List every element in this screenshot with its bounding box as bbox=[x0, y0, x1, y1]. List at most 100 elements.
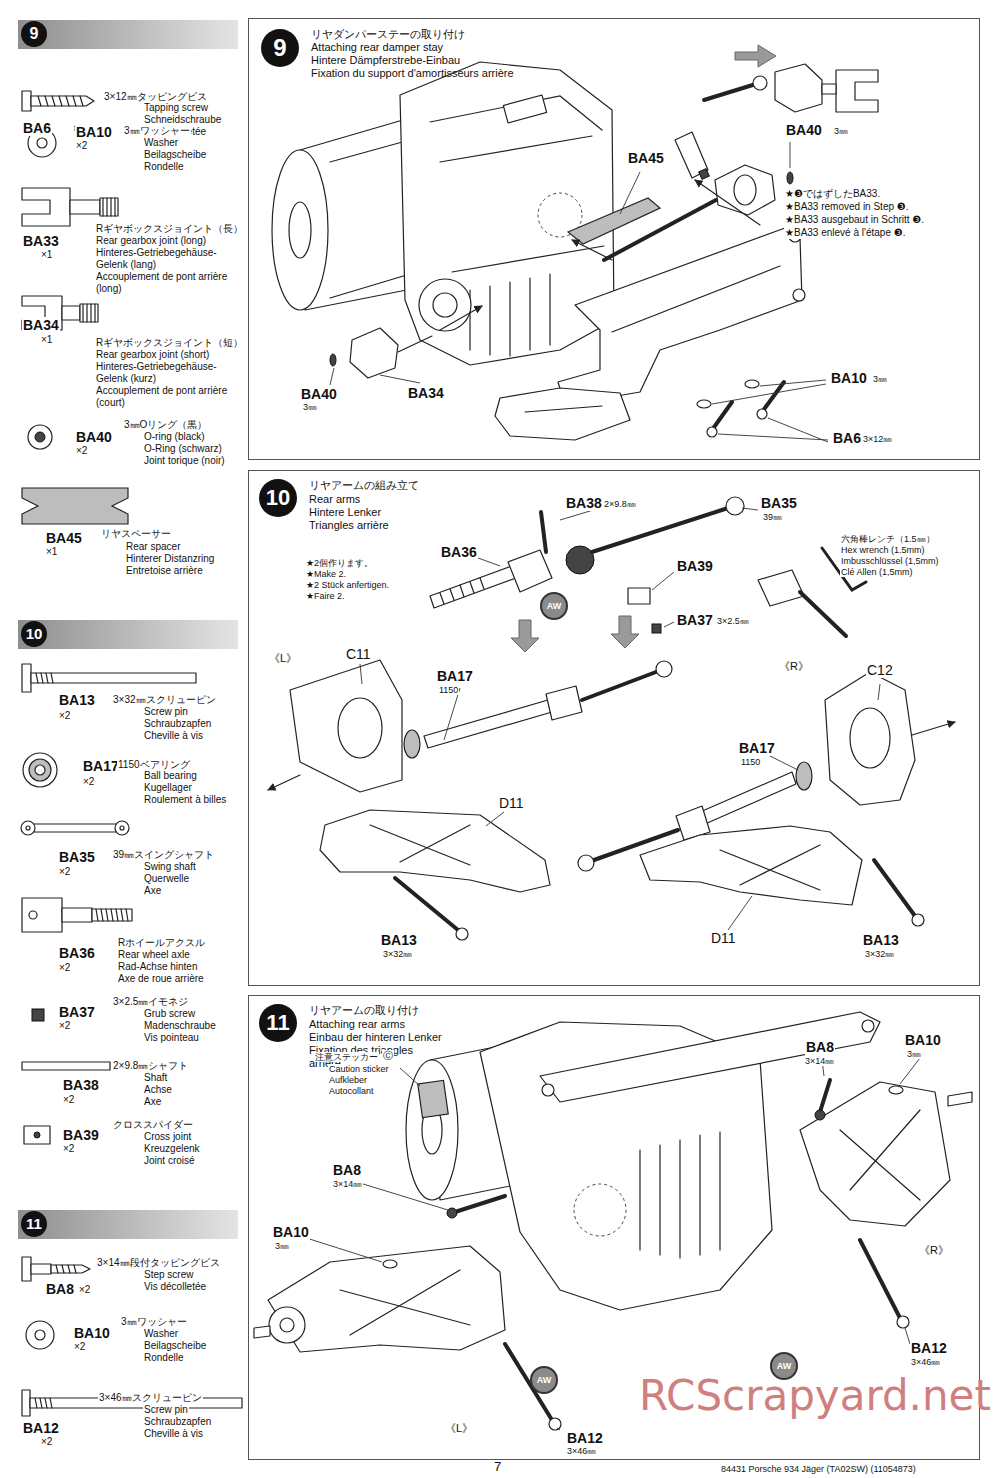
gearbox-illustration-part bbox=[430, 96, 604, 272]
label-text: Caution sticker bbox=[328, 1064, 390, 1074]
label-text: ★❸ではずしたBA33. bbox=[784, 188, 881, 200]
part-icons-part bbox=[83, 304, 95, 322]
part-icons-part bbox=[92, 909, 132, 921]
label-text: 1150 bbox=[438, 685, 459, 695]
gearbox-illustration-part bbox=[440, 306, 482, 330]
gearbox-illustration-part bbox=[762, 382, 784, 412]
label-text: Achse bbox=[143, 1084, 173, 1096]
label-text: 注意ステッカー bbox=[314, 1052, 379, 1062]
step-title: Attaching rear arms bbox=[309, 1018, 405, 1031]
rear-arm-illustration-part bbox=[640, 826, 862, 905]
gearbox-illustration-part bbox=[272, 150, 328, 310]
label-text: 1150ベアリング bbox=[117, 759, 191, 771]
step-band: 11 bbox=[18, 1210, 238, 1239]
label-text: Axe de roue arrière bbox=[117, 973, 205, 985]
gearbox-illustration-part bbox=[558, 228, 802, 405]
label-text: D11 bbox=[710, 930, 737, 946]
step-title: Hintere Lenker bbox=[309, 506, 381, 519]
rear-arm-illustration-part bbox=[912, 914, 924, 926]
gearbox-illustration-part bbox=[745, 380, 759, 388]
label-text: 3×32㎜スクリューピン bbox=[112, 694, 217, 706]
rear-arm-illustration-part bbox=[470, 508, 758, 627]
chassis-illustration-part bbox=[897, 1316, 909, 1328]
chassis-illustration-part bbox=[418, 1080, 448, 1117]
part-code: BA12 bbox=[910, 1340, 948, 1356]
label-text: ×2 bbox=[73, 1341, 86, 1353]
part-icons-part bbox=[62, 306, 80, 320]
label-text: ★BA33 removed in Step ❸. bbox=[784, 201, 910, 213]
part-icons-part bbox=[22, 1257, 31, 1281]
rear-arm-illustration-part bbox=[440, 578, 484, 604]
label-text: ×2 bbox=[75, 140, 88, 152]
part-icons-part bbox=[29, 911, 37, 919]
gearbox-illustration-part bbox=[419, 279, 471, 331]
part-icons-part bbox=[120, 826, 124, 830]
part-code: BA10 bbox=[904, 1032, 942, 1048]
label-text: Screw pin bbox=[143, 1404, 189, 1416]
part-code: BA40 bbox=[300, 386, 338, 402]
rear-arm-illustration-part bbox=[360, 664, 504, 826]
label-text: ×2 bbox=[58, 962, 71, 974]
part-icons-part bbox=[34, 1132, 40, 1138]
step-number: 11 bbox=[21, 1211, 47, 1237]
label-text: 1150 bbox=[740, 757, 761, 767]
part-code: BA8 bbox=[332, 1162, 362, 1178]
rear-arm-illustration-part bbox=[511, 620, 539, 652]
label-text: Rear wheel axle bbox=[117, 949, 191, 961]
label-text: Rギヤボックスジョイント（長） bbox=[95, 223, 244, 235]
step-band: 10 bbox=[18, 620, 238, 649]
gearbox-illustration-part bbox=[620, 172, 640, 214]
step-title: Attaching rear damper stay bbox=[311, 41, 443, 54]
part-icons-part bbox=[32, 1009, 44, 1021]
gearbox-illustration-part bbox=[503, 95, 546, 123]
part-icons-part bbox=[29, 759, 51, 781]
chassis-illustration-part bbox=[860, 1240, 900, 1318]
label-text: Imbusschlüssel (1,5mm) bbox=[840, 556, 940, 566]
part-icons-part bbox=[96, 909, 128, 921]
chassis-illustration-part bbox=[400, 1068, 420, 1086]
label-text: 3㎜ワッシャー bbox=[123, 125, 191, 137]
chassis-illustration-part bbox=[640, 1132, 720, 1258]
part-code: BA38 bbox=[62, 1077, 100, 1093]
part-code: BA39 bbox=[62, 1127, 100, 1143]
label-text: Rear gearbox joint (short) bbox=[95, 349, 210, 361]
gearbox-illustration-part bbox=[604, 200, 716, 260]
label-text: Shaft bbox=[143, 1072, 168, 1084]
label-text: Cheville à vis bbox=[143, 730, 204, 742]
part-icons-part bbox=[62, 908, 92, 922]
gearbox-illustration-part bbox=[715, 165, 775, 215]
label-text: 3×14㎜ bbox=[332, 1179, 363, 1189]
gearbox-illustration-part bbox=[400, 62, 614, 365]
part-icons-part bbox=[28, 425, 52, 449]
gearbox-illustration-part bbox=[470, 274, 550, 356]
part-icons-part bbox=[38, 96, 83, 106]
label-text: 3㎜ bbox=[906, 1049, 922, 1059]
gearbox-illustration-part bbox=[704, 84, 756, 100]
part-icons-part bbox=[35, 1330, 45, 1340]
step-title: Triangles arrière bbox=[309, 519, 389, 532]
label-text: ×2 bbox=[58, 866, 71, 878]
label-text: 《L》 bbox=[444, 1422, 474, 1435]
part-icons-part bbox=[100, 198, 118, 216]
rear-arm-illustration-part bbox=[566, 546, 594, 574]
part-icons-part bbox=[21, 821, 35, 835]
label-text: 六角棒レンチ（1.5㎜） bbox=[840, 534, 936, 544]
gearbox-illustration-part bbox=[775, 64, 822, 112]
gearbox-illustration-part bbox=[735, 45, 776, 67]
label-text: Rear gearbox joint (long) bbox=[95, 235, 207, 247]
label-text: Schraubzapfen bbox=[143, 1416, 212, 1428]
label-text: Kreuzgelenk bbox=[143, 1143, 201, 1155]
label-text: ×2 bbox=[82, 776, 95, 788]
chassis-illustration-part bbox=[340, 1270, 470, 1335]
label-text: Joint torique (noir) bbox=[143, 455, 226, 467]
chassis-illustration-part bbox=[280, 1318, 294, 1332]
part-code: BA40 bbox=[75, 429, 113, 445]
gearbox-illustration-part bbox=[822, 84, 836, 94]
label-text: Hinteres-Getriebegehäuse- bbox=[95, 247, 218, 259]
rear-arm-illustration-part bbox=[825, 672, 915, 805]
gearbox-illustration-part bbox=[707, 427, 717, 437]
chassis-illustration-part bbox=[820, 1080, 830, 1112]
label-text: Hinterer Distanzring bbox=[125, 553, 215, 565]
rear-arm-illustration-part bbox=[850, 708, 890, 768]
label-text: Querwelle bbox=[143, 873, 190, 885]
